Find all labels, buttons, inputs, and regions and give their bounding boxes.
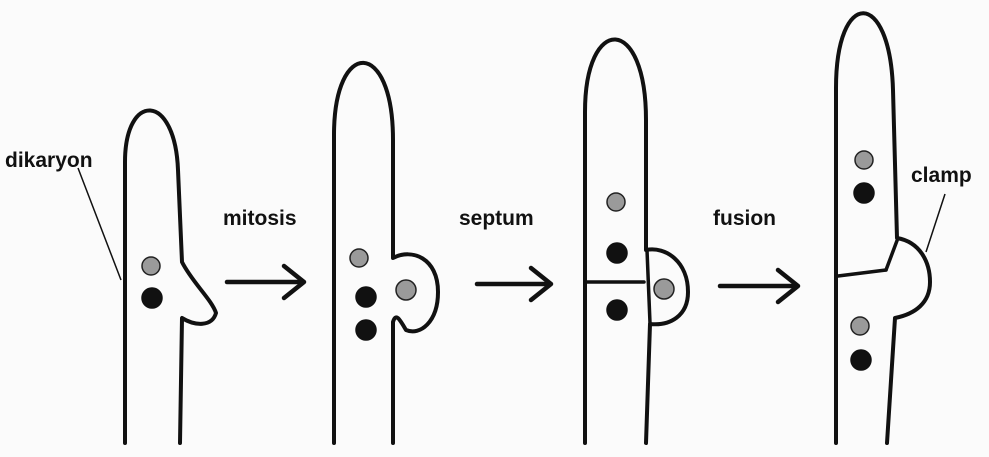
hypha-outline-2: [334, 63, 438, 443]
nucleus-light: [855, 151, 873, 169]
hypha-outline-4: [836, 13, 930, 443]
nucleus-dark: [851, 350, 871, 370]
nucleus-light: [142, 257, 160, 275]
nucleus-dark: [356, 287, 376, 307]
septum-fused: [886, 238, 898, 270]
arrow-fusion: fusion: [713, 207, 798, 302]
nucleus-light-clamp: [396, 280, 416, 300]
stage-1-hypha: dikaryon: [5, 110, 216, 443]
clamp-leader-line: [926, 194, 945, 252]
stage-3-hypha: [585, 39, 688, 443]
nucleus-light-clamp: [654, 279, 674, 299]
hypha-outline-1: [125, 110, 216, 443]
stage-2-hypha: [334, 63, 438, 443]
label-dikaryon: dikaryon: [5, 149, 93, 172]
clamp-septum: [647, 250, 650, 323]
nucleus-light: [350, 249, 368, 267]
arrow-septum: septum: [459, 207, 551, 300]
nucleus-dark: [607, 300, 627, 320]
label-fusion: fusion: [713, 207, 776, 230]
nucleus-dark: [142, 288, 162, 308]
stage-4-hypha: clamp: [836, 13, 972, 443]
arrow-mitosis: mitosis: [223, 207, 304, 298]
nucleus-dark: [854, 183, 874, 203]
label-clamp: clamp: [911, 164, 972, 187]
dikaryon-leader-line: [78, 168, 121, 280]
label-septum: septum: [459, 207, 534, 230]
nucleus-light: [607, 193, 625, 211]
hypha-outline-3: [585, 39, 688, 443]
septum-line: [838, 270, 886, 276]
nucleus-dark: [356, 320, 376, 340]
nucleus-dark: [607, 243, 627, 263]
label-mitosis: mitosis: [223, 207, 297, 230]
nucleus-light: [851, 317, 869, 335]
